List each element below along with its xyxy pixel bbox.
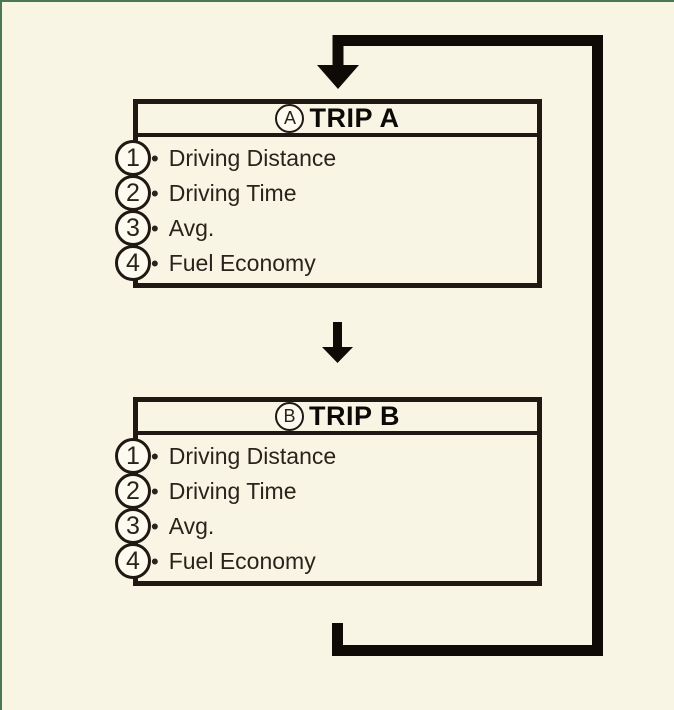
circled-number-badge: 2 [115,473,151,509]
list-item-label: Avg. [168,513,215,539]
list-item: • Driving Time [138,474,537,509]
trip-b-panel: B TRIP B 1 2 3 4 • Driving Distance • Dr… [115,397,542,586]
list-item-label: Fuel Economy [168,548,316,574]
circled-number-badge: 3 [115,210,151,246]
bullet-icon: • [151,215,159,241]
circled-letter-badge: B [274,402,304,431]
list-item-label: Driving Distance [168,443,337,469]
list-item-label: Driving Distance [168,145,337,171]
list-item: • Avg. [138,509,537,544]
circled-number-badge: 1 [115,140,151,176]
circled-number-badge: 1 [115,438,151,474]
list-item: • Fuel Economy [138,246,537,281]
bullet-icon: • [151,478,159,504]
bullet-icon: • [151,548,159,574]
bullet-icon: • [151,180,159,206]
list-item: • Fuel Economy [138,544,537,579]
circled-letter-badge: A [275,104,305,133]
bullet-icon: • [151,145,159,171]
list-item-label: Avg. [168,215,215,241]
circled-number-badge: 2 [115,175,151,211]
list-item: • Driving Distance [138,439,537,474]
bullet-icon: • [151,250,159,276]
trip-a-panel: A TRIP A 1 2 3 4 • Driving Distance • Dr… [115,99,542,288]
circled-number-badge: 4 [115,543,151,579]
panel-header: B TRIP B [138,401,537,435]
list-item: • Driving Time [138,176,537,211]
list-item-label: Driving Time [168,180,297,206]
bullet-icon: • [151,513,159,539]
circled-number-badge: 4 [115,245,151,281]
list-item-label: Driving Time [168,478,297,504]
list-item: • Driving Distance [138,141,537,176]
panel-title: TRIP A [309,103,400,133]
list-item-label: Fuel Economy [168,250,316,276]
down-arrow-icon [322,322,353,363]
list-item: • Avg. [138,211,537,246]
bullet-icon: • [151,443,159,469]
panel-header: A TRIP A [138,103,537,137]
panel-title: TRIP B [308,401,400,431]
circled-number-badge: 3 [115,508,151,544]
